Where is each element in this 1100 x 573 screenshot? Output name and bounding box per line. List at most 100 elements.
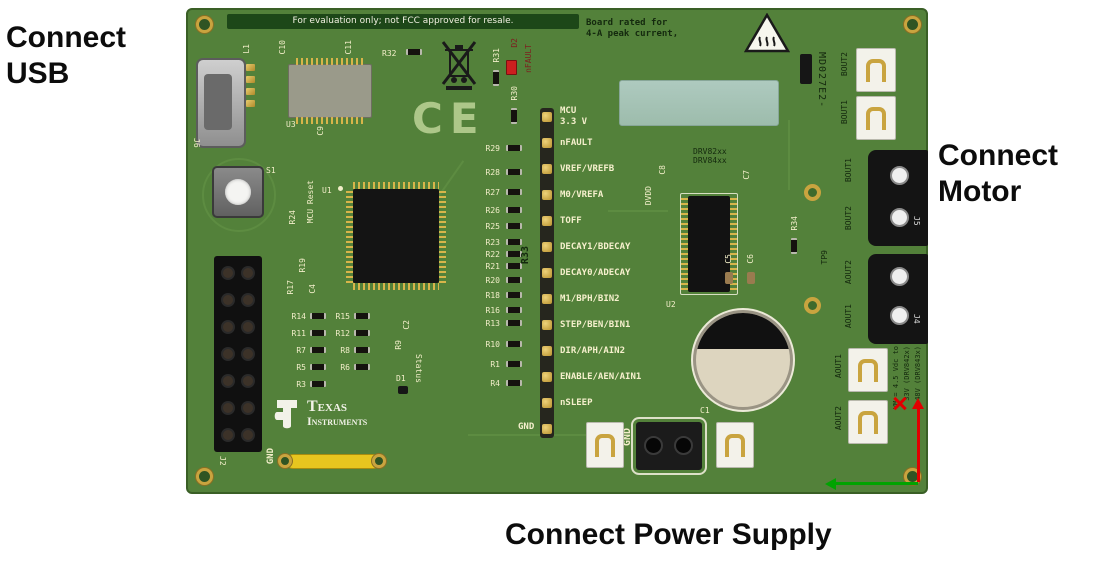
- j2-hole: [241, 320, 255, 334]
- silk-label-nfault: nFAULT: [524, 44, 533, 73]
- mcu-body: [353, 189, 439, 283]
- wire-port: [890, 306, 909, 325]
- pin-label: DECAY1/BDECAY: [560, 242, 631, 252]
- mcu-pins-left: [346, 189, 353, 283]
- wire-pad: [586, 422, 624, 468]
- fiducial-bar: [800, 54, 812, 84]
- resistor-body: [511, 108, 517, 124]
- header-pin: [542, 216, 552, 226]
- resistor-label: R28: [485, 168, 500, 177]
- pin1-dot: [338, 186, 343, 191]
- brand-line2: Instruments: [307, 414, 368, 429]
- j2-hole: [221, 347, 235, 361]
- u3-pins-bottom: [296, 117, 364, 124]
- usb-pad: [246, 100, 255, 107]
- silk-label-c8: C8: [658, 165, 667, 175]
- reset-button-cap: [225, 179, 251, 205]
- silk-label-j6: J6: [192, 138, 201, 148]
- resistor-body: [506, 277, 522, 283]
- gnd-loop-terminal: [278, 454, 292, 468]
- board-model: MD027E2-: [816, 52, 827, 109]
- silk-label-s1: S1: [266, 166, 276, 175]
- wire-pad: [856, 48, 896, 92]
- left-resistor-label: R7: [296, 346, 306, 355]
- j2-hole: [241, 266, 255, 280]
- wire-pad: [848, 348, 888, 392]
- left-resistor-label: R15: [335, 312, 350, 321]
- weee-bin-icon: [441, 41, 477, 90]
- wire-staple: [866, 107, 886, 130]
- pin-label: ENABLE/AEN/AIN1: [560, 372, 642, 382]
- silk-label-j5: J5: [912, 216, 921, 226]
- output-label: AOUT2: [844, 260, 853, 285]
- output-label: BOUT2: [840, 52, 849, 77]
- j2-hole: [221, 401, 235, 415]
- resistor-body: [310, 364, 326, 370]
- vm-rating-line2: 33V (DRV842x): [903, 346, 911, 401]
- rating-text-line2: 4-A peak current,: [586, 29, 679, 39]
- output-label: AOUT1: [844, 304, 853, 329]
- mcu-pins-top: [353, 182, 439, 189]
- resistor-body: [506, 341, 522, 347]
- silk-label-c6: C6: [746, 254, 755, 264]
- j2-hole: [221, 266, 235, 280]
- header-pin: [542, 112, 552, 122]
- mounting-hole: [196, 468, 213, 485]
- silk-label-r17: R17: [286, 280, 295, 295]
- u3-pins-top: [296, 58, 364, 65]
- pin-label: M0/VREFA: [560, 190, 604, 200]
- capacitor-body: [725, 272, 733, 284]
- left-resistor-label: R5: [296, 363, 306, 372]
- j2-hole: [241, 293, 255, 307]
- resistor-body: [354, 347, 370, 353]
- silk-label-c11: C11: [344, 40, 353, 55]
- wire-pad: [848, 400, 888, 444]
- header-pin: [542, 190, 552, 200]
- output-label: AOUT2: [834, 406, 843, 431]
- resistor-body: [506, 169, 522, 175]
- resistor-body: [354, 364, 370, 370]
- resistor-body: [791, 238, 797, 254]
- pin-label-mcu-voltage: 3.3 V: [560, 117, 588, 127]
- silk-label-r24: R24: [288, 210, 297, 225]
- output-label: BOUT1: [844, 158, 853, 183]
- j2-hole: [221, 428, 235, 442]
- wire-port: [890, 267, 909, 286]
- mcu-chip: [346, 182, 446, 290]
- ti-logo: Texas Instruments: [274, 398, 367, 430]
- pin-label: TOFF: [560, 216, 582, 226]
- resistor-label: R29: [485, 144, 500, 153]
- driver-label-line1: DRV82xx: [693, 147, 727, 156]
- silk-label-c5: C5: [724, 254, 733, 264]
- wire-staple: [866, 59, 886, 82]
- silk-label-gnd-bar: GND: [266, 448, 276, 465]
- origin-marker-x: [892, 396, 908, 412]
- u3-chip: [288, 58, 372, 124]
- silk-label-j4: J4: [912, 314, 921, 324]
- bulk-capacitor: [693, 310, 793, 410]
- resistor-label: R16: [485, 306, 500, 315]
- resistor-body: [506, 307, 522, 313]
- wire-pad: [856, 96, 896, 140]
- j2-hole: [221, 320, 235, 334]
- power-terminal-hole: [644, 436, 663, 455]
- mounting-hole: [904, 16, 921, 33]
- mcu-pins-bottom: [353, 283, 439, 290]
- output-label: BOUT2: [844, 206, 853, 231]
- resistor-label: R21: [485, 262, 500, 271]
- silk-label-d1: D1: [396, 374, 406, 383]
- origin-axis-y-arrowhead: [912, 398, 924, 409]
- j2-hole: [221, 293, 235, 307]
- silk-label-status: Status: [414, 354, 423, 383]
- annotation-connect-motor: Connect Motor: [938, 139, 1058, 208]
- power-terminal: [631, 417, 707, 475]
- hot-surface-warning-icon: [744, 13, 790, 53]
- origin-axis-y: [917, 408, 920, 482]
- resistor-label: R1: [490, 360, 500, 369]
- origin-axis-x: [836, 482, 918, 485]
- header-pin: [542, 398, 552, 408]
- wire-staple: [858, 411, 878, 434]
- header-pin: [542, 294, 552, 304]
- silk-label-r32: R32: [382, 49, 397, 58]
